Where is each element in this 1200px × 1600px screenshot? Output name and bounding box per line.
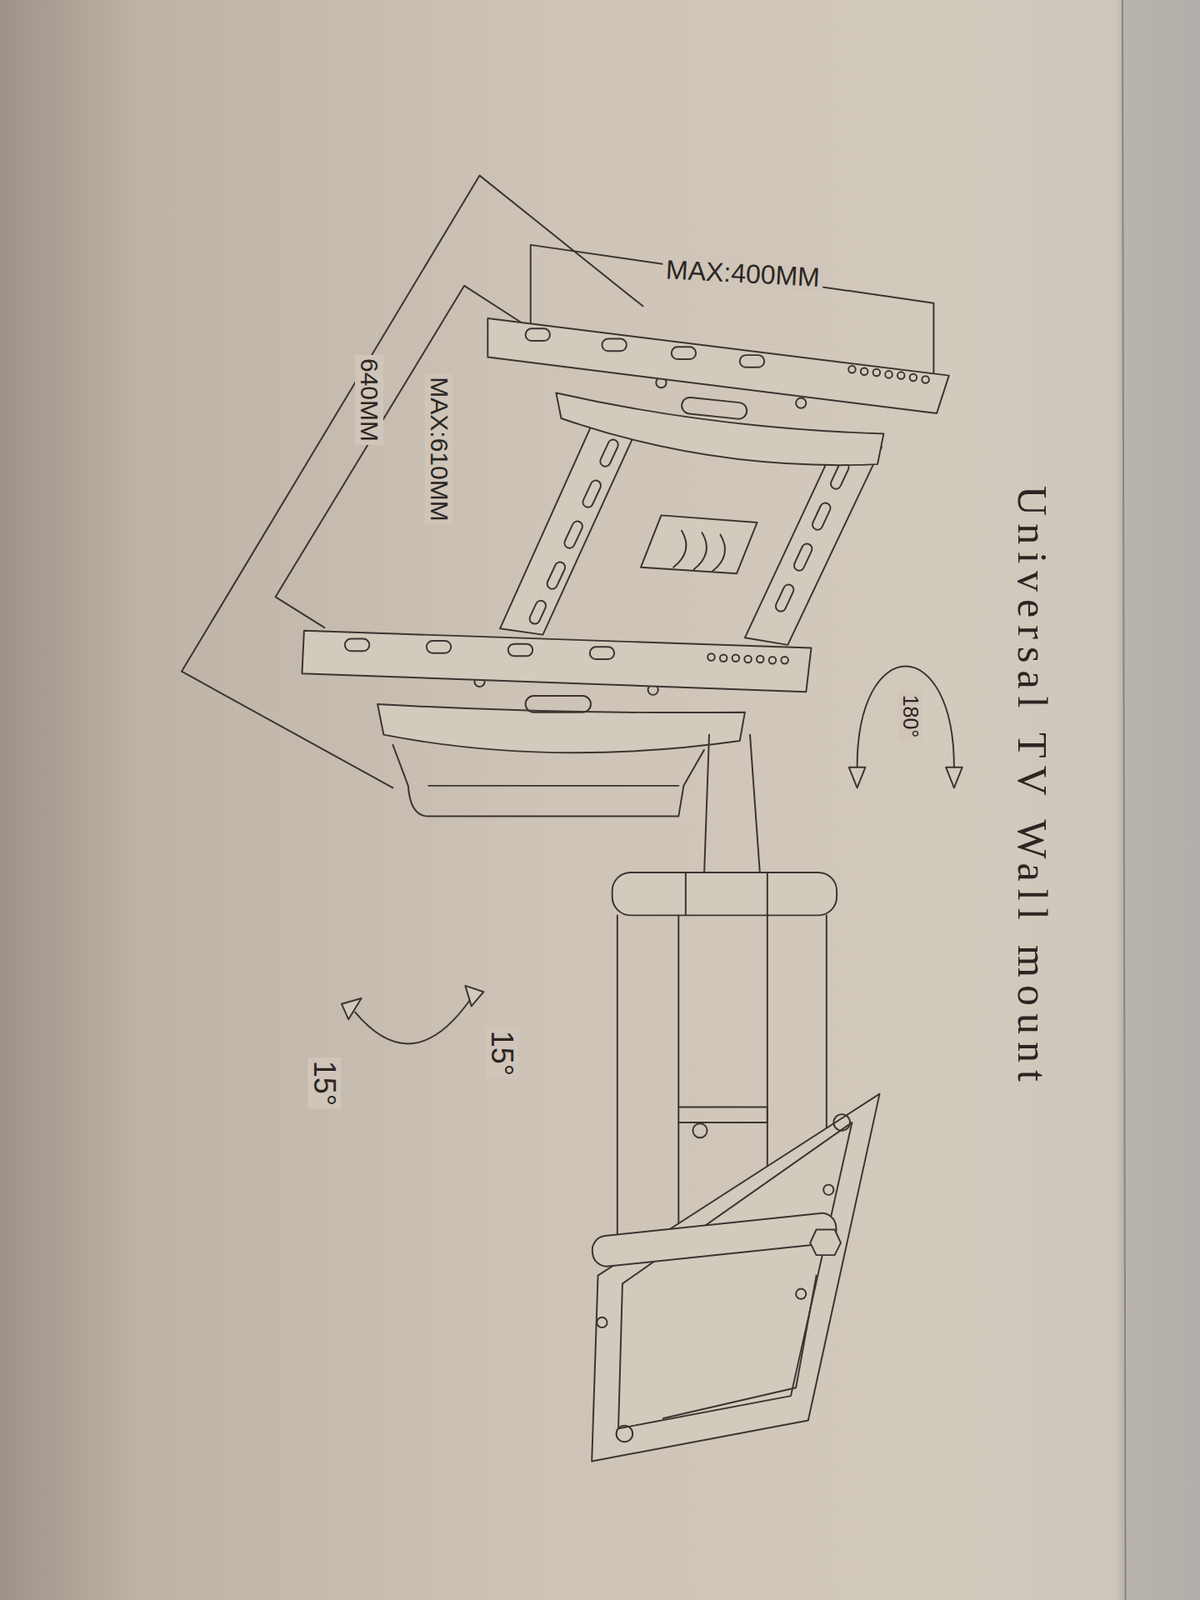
page-title: Universal TV Wall mount [1010, 482, 1055, 1093]
height-dimension: MAX:610MM [425, 373, 454, 525]
tilt-angle: 15° [308, 1057, 342, 1110]
tilt-angle: 15° [485, 1026, 520, 1079]
width-dimension: MAX:400MM [661, 254, 825, 293]
swivel-angle: 180° [899, 691, 924, 742]
height-dimension: 640MM [355, 355, 384, 445]
